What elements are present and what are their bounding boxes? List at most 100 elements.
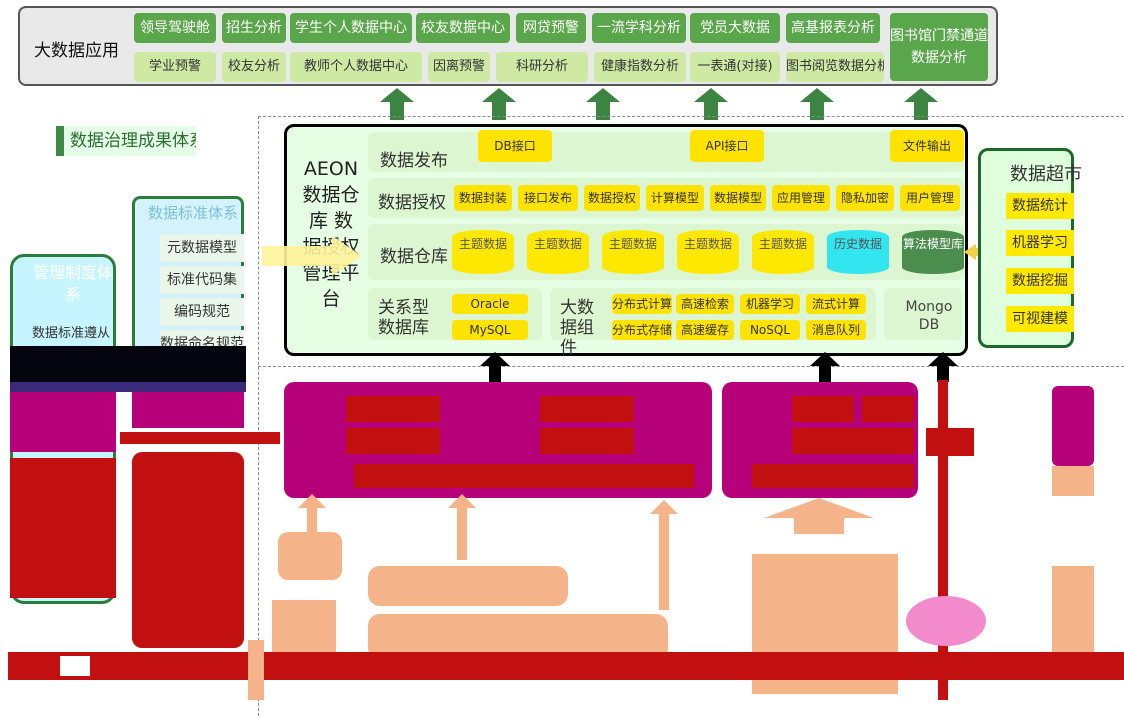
mongodb-label: Mongo DB <box>905 299 953 333</box>
app-tag[interactable]: 党员大数据 <box>690 13 780 43</box>
color-block <box>926 428 974 456</box>
bigdata-chip[interactable]: 高速检索 <box>676 294 734 314</box>
app-tag[interactable]: 校友分析 <box>222 52 286 82</box>
market-item[interactable]: 数据统计 <box>1006 193 1074 219</box>
db-interface-chip[interactable]: DB接口 <box>478 130 552 162</box>
publish-layer <box>368 132 964 172</box>
color-block <box>752 464 914 488</box>
warehouse-layer-label: 数据仓库 <box>380 247 448 267</box>
right-arrow-icon <box>262 236 362 276</box>
color-block <box>792 396 854 422</box>
bottom-mark <box>60 656 90 676</box>
app-tag[interactable]: 图书阅览数据分析 <box>786 52 884 82</box>
auth-layer-label: 数据授权 <box>378 193 446 213</box>
subject-data-cylinder[interactable]: 主题数据 <box>602 230 664 274</box>
app-tag[interactable]: 领导驾驶舱 <box>134 13 216 43</box>
app-tag[interactable]: 一表通(对接) <box>690 52 780 82</box>
auth-chip[interactable]: 接口发布 <box>518 185 578 211</box>
app-tag[interactable]: 招生分析 <box>222 13 286 43</box>
up-arrow-icon <box>480 352 510 382</box>
subject-data-cylinder[interactable]: 主题数据 <box>752 230 814 274</box>
app-tag[interactable]: 校友数据中心 <box>416 13 510 43</box>
up-arrow-icon <box>482 88 516 120</box>
auth-chip[interactable]: 应用管理 <box>772 185 830 211</box>
auth-chip[interactable]: 用户管理 <box>900 185 960 211</box>
bigdata-chip[interactable]: 消息队列 <box>806 320 866 340</box>
left-arrow-bar <box>120 432 280 444</box>
color-block <box>1052 566 1094 656</box>
bigdata-chip[interactable]: 机器学习 <box>740 294 800 314</box>
app-tag[interactable]: 教师个人数据中心 <box>290 52 422 82</box>
app-tag[interactable]: 学业预警 <box>134 52 216 82</box>
subject-data-cylinder[interactable]: 主题数据 <box>677 230 739 274</box>
color-block <box>540 396 634 422</box>
governance-results-label: 数据治理成果体系 <box>56 126 196 156</box>
bigdata-chip[interactable]: NoSQL <box>740 320 800 340</box>
up-arrow-icon <box>904 88 938 120</box>
up-arrow-icon <box>650 500 678 610</box>
up-arrow-icon <box>694 88 728 120</box>
bigdata-chip[interactable]: 流式计算 <box>806 294 866 314</box>
mysql-chip[interactable]: MySQL <box>452 320 528 340</box>
mongodb-layer <box>884 288 962 340</box>
market-item[interactable]: 数据挖掘 <box>1006 268 1074 294</box>
color-block <box>10 392 116 452</box>
app-tag[interactable]: 健康指数分析 <box>594 52 686 82</box>
standard-item[interactable]: 元数据模型 <box>160 234 244 262</box>
app-tag[interactable]: 一流学科分析 <box>592 13 686 43</box>
standard-item[interactable]: 标准代码集 <box>160 266 244 294</box>
auth-chip[interactable]: 计算模型 <box>646 185 704 211</box>
dark-band <box>10 346 246 388</box>
api-interface-chip[interactable]: API接口 <box>690 130 764 162</box>
dashed-frame-line <box>258 116 259 716</box>
color-block <box>10 458 116 598</box>
auth-chip[interactable]: 数据授权 <box>584 185 640 211</box>
up-arrow-icon <box>810 352 840 382</box>
up-arrow-icon <box>764 498 874 534</box>
app-tag[interactable]: 因离预警 <box>428 52 490 82</box>
up-arrow-icon <box>800 88 834 120</box>
oracle-chip[interactable]: Oracle <box>452 294 528 314</box>
color-block <box>346 396 440 422</box>
dashed-frame-line <box>258 116 1124 117</box>
app-tag-library-gate[interactable]: 图书馆门禁通道数据分析 <box>890 13 988 81</box>
standard-item[interactable]: 编码规范 <box>160 298 244 326</box>
database-icon <box>368 566 568 606</box>
market-item[interactable]: 机器学习 <box>1006 230 1074 256</box>
algorithm-model-cylinder[interactable]: 算法模型库 <box>902 230 964 274</box>
up-arrow-icon <box>448 494 476 560</box>
cloud-icon <box>906 596 986 646</box>
color-block <box>346 428 440 454</box>
history-data-cylinder[interactable]: 历史数据 <box>827 230 889 274</box>
app-tag[interactable]: 学生个人数据中心 <box>290 13 412 43</box>
up-arrow-icon <box>928 352 958 382</box>
auth-chip[interactable]: 数据封装 <box>454 185 512 211</box>
dashed-frame-line <box>258 366 1124 367</box>
up-arrow-icon <box>586 88 620 120</box>
color-block <box>1052 386 1094 466</box>
bigdata-chip[interactable]: 高速缓存 <box>676 320 734 340</box>
bigdata-label: 大数据组件 <box>560 298 594 358</box>
app-tag[interactable]: 网贷预警 <box>516 13 586 43</box>
auth-chip[interactable]: 隐私加密 <box>836 185 894 211</box>
bigdata-chip[interactable]: 分布式计算 <box>612 294 672 314</box>
aeon-platform-title: AEON 数据仓库 数据授权 管理平台 <box>302 158 360 310</box>
subject-data-cylinder[interactable]: 主题数据 <box>527 230 589 274</box>
bottom-strip <box>8 652 1124 680</box>
up-arrow-icon <box>298 494 326 534</box>
app-tag[interactable]: 高基报表分析 <box>786 13 880 43</box>
color-block <box>862 396 914 422</box>
publish-layer-label: 数据发布 <box>380 151 448 171</box>
file-output-chip[interactable]: 文件输出 <box>890 130 964 162</box>
database-icon <box>278 532 342 580</box>
market-item[interactable]: 可视建模 <box>1006 306 1074 332</box>
auth-chip[interactable]: 数据模型 <box>710 185 766 211</box>
subject-data-cylinder[interactable]: 主题数据 <box>452 230 514 274</box>
bigdata-chip[interactable]: 分布式存储 <box>612 320 672 340</box>
band-strip <box>10 382 246 392</box>
app-tag[interactable]: 科研分析 <box>496 52 588 82</box>
color-block <box>248 640 264 700</box>
standard-compliance-item[interactable]: 数据标准遵从 <box>32 326 111 341</box>
color-block <box>354 464 694 488</box>
color-block <box>792 428 914 454</box>
